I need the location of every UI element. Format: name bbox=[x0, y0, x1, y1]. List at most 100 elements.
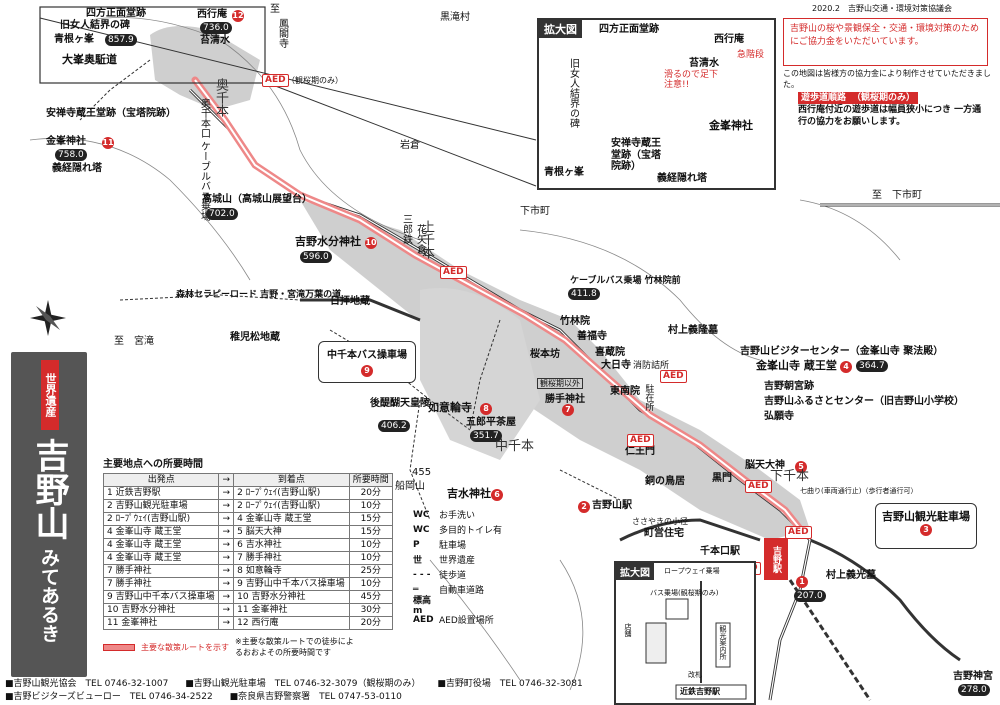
title-block: 世界遺産 吉野山 みてあるき bbox=[11, 352, 87, 677]
aed-note: （観桜期のみ） bbox=[287, 76, 343, 85]
label-senbonguchi: 千本口駅 bbox=[700, 546, 740, 557]
label-shimosenbon-note: 七曲り(車両通行止)（歩行者通行可） bbox=[800, 487, 918, 495]
label-gorohei: 五郎平茶屋 bbox=[466, 417, 516, 428]
footer-contact: ■吉野山観光協会 TEL 0746-32-1007 bbox=[5, 679, 169, 689]
legend-item: ═自動車道路 bbox=[413, 582, 539, 597]
label-funaoka: 船岡山 bbox=[395, 481, 425, 492]
senbon-area bbox=[300, 200, 810, 540]
times-to: 2 ﾛｰﾌﾟｳｪｲ(吉野山駅) bbox=[233, 499, 350, 513]
inset2-shop: 店舗 bbox=[624, 623, 633, 637]
label-goryokan: 後醍醐天皇陵 bbox=[370, 398, 430, 409]
travel-times-table: 主要地点への所要時間 出発点 → 到着点 所要時間 1 近鉄吉野駅→2 ﾛｰﾌﾟ… bbox=[102, 455, 394, 658]
label-kinpu-shrine: 金峯神社 bbox=[46, 136, 86, 147]
label-nyoirinji: 如意輪寺 bbox=[428, 401, 472, 414]
inset-label-stairs: 急階段 bbox=[737, 50, 765, 60]
label-sakuramotobo: 桜本坊 bbox=[530, 349, 560, 360]
footer-contacts: ■吉野山観光協会 TEL 0746-32-1007 ■吉野山観光駐車場 TEL … bbox=[5, 678, 597, 704]
times-from: 4 金峯山寺 蔵王堂 bbox=[102, 538, 220, 552]
elev-mikumari: 596.0 bbox=[300, 251, 332, 263]
label-okusenbon-bus: 奥千本口 ケーブルバス乗場 bbox=[198, 98, 210, 222]
times-to: 11 金峯神社 bbox=[233, 603, 350, 617]
detour-title-note: （観桜期のみ） bbox=[849, 92, 919, 105]
label-chigomatsu: 稚児松地蔵 bbox=[230, 332, 280, 343]
times-duration: 20分 bbox=[348, 616, 394, 630]
times-duration: 10分 bbox=[348, 551, 394, 565]
times-from: 7 勝手神社 bbox=[102, 577, 220, 591]
route-num-nyoirinji: 8 bbox=[480, 403, 492, 415]
label-sanbonmatsu: 三郎鉄 bbox=[400, 214, 412, 244]
legend-icon: 世 bbox=[413, 556, 423, 566]
label-nohten: 脳天大神 bbox=[745, 460, 785, 471]
legend-icon: AED bbox=[413, 614, 434, 625]
inset2-ropeway: ロープウェイ乗場 bbox=[664, 567, 720, 575]
bus-depot-box: 中千本バス操車場 9 bbox=[318, 341, 416, 383]
inset-label-hall: 四方正面堂跡 bbox=[599, 24, 659, 35]
route-num-station: 2 bbox=[578, 501, 590, 513]
legend-label: お手洗い bbox=[439, 511, 476, 521]
times-from: 10 吉野水分神社 bbox=[102, 603, 220, 617]
contribution-notice: 吉野山の桜や景観保全・交通・環境対策のためにご協力金をいただいています。 bbox=[783, 18, 988, 66]
route-num-mikumari: 10 bbox=[365, 237, 377, 249]
label-kougenji: 弘願寺 bbox=[764, 411, 794, 422]
aed-marker: AED bbox=[785, 526, 812, 539]
times-arrow: → bbox=[218, 551, 235, 565]
label-cable-stop: ケーブルバス乗場 竹林院前 bbox=[570, 276, 681, 286]
inset-map: 拡大図 四方正面堂跡 西行庵 急階段 旧女人結界の碑 滑るので足下注意!! 苔清… bbox=[537, 18, 776, 190]
footer-contact: ■吉野町役場 TEL 0746-32-3081 bbox=[437, 679, 583, 689]
times-duration: 10分 bbox=[348, 538, 394, 552]
inset-label-yoshitsune: 義経隠れ塔 bbox=[657, 173, 707, 184]
times-to: 10 吉野水分神社 bbox=[233, 590, 350, 604]
label-yoshitsune: 義経隠れ塔 bbox=[52, 163, 102, 174]
detour-text: 西行庵付近の遊歩道は幅員狭小につき 一方通行の協力をお願いします。 bbox=[798, 105, 982, 128]
label-niomon: 仁王門 bbox=[625, 446, 655, 457]
label-saigyoan: 西行庵 bbox=[197, 9, 227, 20]
footer-contact: ■奈良県吉野警察署 TEL 0747-53-0110 bbox=[229, 692, 402, 702]
label-to-shimoichi: 至 下市町 bbox=[872, 190, 922, 201]
times-from: 4 金峯山寺 蔵王堂 bbox=[102, 551, 220, 565]
legend-item: 世世界遺産 bbox=[413, 552, 539, 567]
aed-marker: AED bbox=[627, 434, 654, 447]
elev-station: 207.0 bbox=[794, 590, 826, 602]
legend-icon: WC bbox=[413, 524, 430, 535]
label-iwakura: 岩倉 bbox=[400, 140, 420, 151]
label-anzen: 安禅寺蔵王堂跡（宝塔院跡） bbox=[46, 108, 176, 119]
times-duration: 15分 bbox=[348, 512, 394, 526]
elev-cable: 411.8 bbox=[568, 288, 600, 300]
label-yoshino-jingu: 吉野神宮 bbox=[953, 671, 993, 682]
times-header-arrow: → bbox=[218, 473, 235, 487]
callout-line-bottom bbox=[264, 81, 537, 187]
label-furusato: 吉野山ふるさとセンター（旧吉野山小学校） bbox=[764, 396, 964, 407]
label-shimoichi: 下市町 bbox=[520, 206, 550, 217]
times-from: 11 金峯神社 bbox=[102, 616, 220, 630]
elev-kinpu: 758.0 bbox=[55, 149, 87, 161]
label-kurotaki: 黒滝村 bbox=[440, 12, 470, 23]
legend-icon: ═ bbox=[413, 584, 419, 595]
label-to-top: 至 bbox=[270, 4, 280, 15]
route-num-yoshino: 1 bbox=[796, 576, 808, 588]
okusenbon-area bbox=[150, 26, 260, 110]
label-visitor-center: 吉野山ビジターセンター（金峯山寺 聚法殿） bbox=[740, 346, 944, 357]
times-to: 9 吉野山中千本バス操車場 bbox=[233, 577, 350, 591]
times-row: 1 近鉄吉野駅→2 ﾛｰﾌﾟｳｪｲ(吉野山駅)20分 bbox=[102, 486, 394, 500]
label-bus-depot: 中千本バス操車場 bbox=[327, 350, 407, 361]
times-row: 2 吉野山観光駐車場→2 ﾛｰﾌﾟｳｪｲ(吉野山駅)10分 bbox=[102, 499, 394, 513]
times-arrow: → bbox=[218, 590, 235, 604]
route-num-kinpusenji: 4 bbox=[840, 361, 852, 373]
label-kokesimizu: 苔清水 bbox=[200, 35, 230, 46]
inset2-gate: 改札 bbox=[688, 671, 702, 679]
elev-zaou: 364.7 bbox=[856, 360, 888, 372]
times-arrow: → bbox=[218, 525, 235, 539]
route-num-parking: 3 bbox=[920, 524, 932, 536]
times-arrow: → bbox=[218, 499, 235, 513]
route-num-kinpu: 11 bbox=[102, 137, 114, 149]
times-arrow: → bbox=[218, 564, 235, 578]
aed-marker: AED bbox=[660, 370, 687, 383]
